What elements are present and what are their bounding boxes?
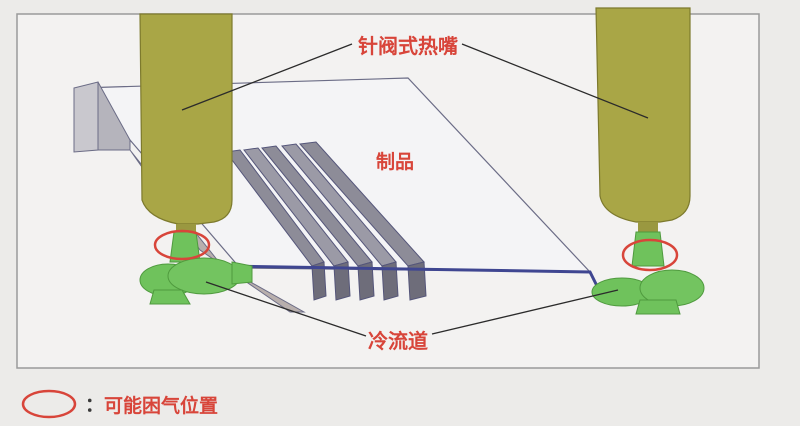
leader-nozzle-left bbox=[181, 43, 353, 111]
product-left-flange bbox=[73, 81, 99, 153]
left-cold-runner bbox=[139, 231, 253, 305]
left-nozzle-tip bbox=[176, 224, 196, 234]
legend: ： 可能困气位置 bbox=[21, 389, 218, 419]
right-nozzle-tip bbox=[638, 222, 658, 232]
cold-runner-label: 冷流道 bbox=[368, 329, 428, 353]
rib bbox=[357, 261, 375, 301]
legend-colon: ： bbox=[85, 394, 104, 416]
right-runner-sprue bbox=[631, 231, 665, 267]
trapped-air-marker-right bbox=[621, 238, 679, 272]
leader-lines bbox=[181, 43, 649, 337]
leader-runner-left bbox=[205, 281, 367, 337]
left-runner-gate bbox=[231, 261, 253, 285]
rib bbox=[407, 261, 427, 301]
left-hot-nozzle bbox=[139, 13, 233, 234]
legend-marker bbox=[21, 389, 77, 419]
right-runner-foot bbox=[635, 299, 681, 315]
trapped-air-marker-left bbox=[153, 229, 211, 261]
rib bbox=[311, 261, 327, 301]
rib bbox=[333, 261, 351, 301]
product-ribs bbox=[225, 141, 427, 301]
left-runner-block bbox=[167, 257, 241, 295]
left-nozzle-body bbox=[139, 13, 233, 225]
legend-text: 可能困气位置 bbox=[104, 394, 218, 417]
right-cold-runner bbox=[591, 231, 705, 315]
right-nozzle-body bbox=[595, 7, 691, 223]
leader-nozzle-right bbox=[461, 43, 649, 119]
leader-runner-right bbox=[431, 289, 619, 335]
hot-nozzle-label: 针阀式热嘴 bbox=[358, 34, 458, 58]
right-hot-nozzle bbox=[595, 7, 691, 232]
left-runner-foot bbox=[149, 289, 191, 305]
product-label: 制品 bbox=[376, 150, 414, 173]
rib bbox=[381, 261, 399, 301]
